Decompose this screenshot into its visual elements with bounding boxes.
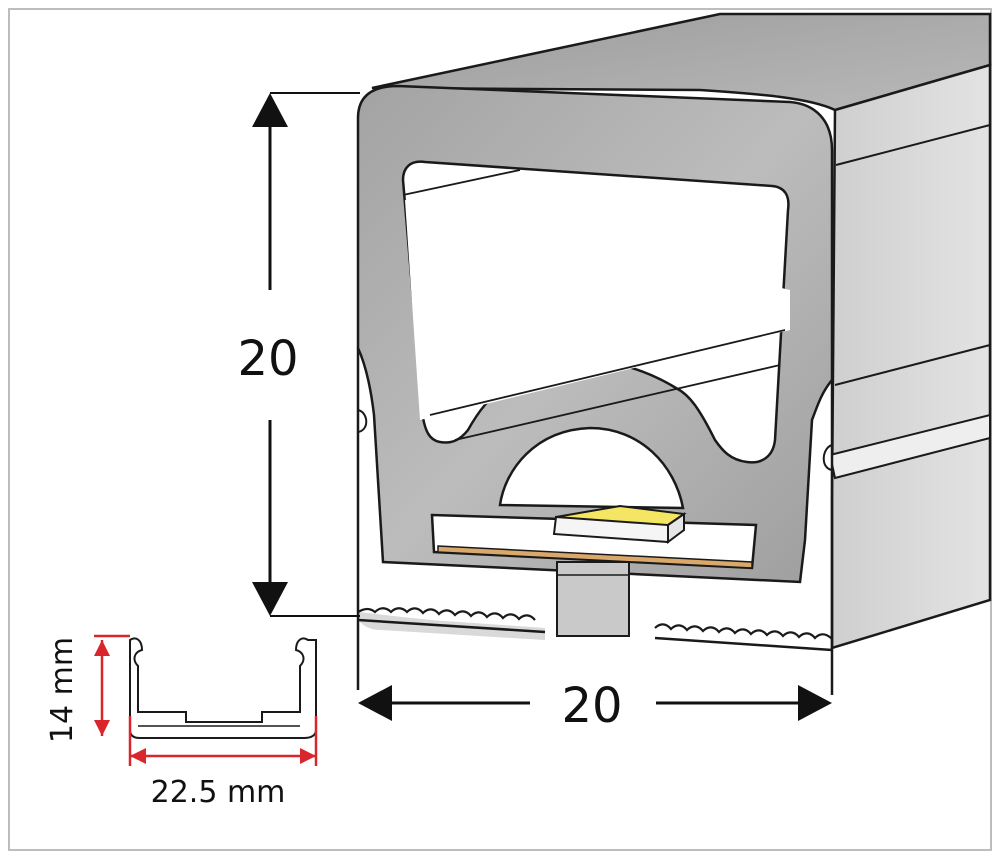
height-dimension-label: 20 <box>237 331 298 387</box>
inset-width-dimension <box>128 716 318 766</box>
right-side-notch <box>822 444 833 471</box>
arrow-left-icon <box>358 685 392 721</box>
inset-channel-profile <box>129 637 317 739</box>
arrow-right-icon <box>798 685 832 721</box>
arrow-up-icon <box>252 93 288 127</box>
width-dimension-label: 20 <box>561 678 622 734</box>
arrow-down-icon <box>252 582 288 616</box>
height-dimension <box>252 92 360 617</box>
diffuser-arch <box>498 426 685 510</box>
left-side-notch <box>357 409 368 433</box>
profile-side-surface <box>830 63 992 650</box>
inset-height-label: 14 mm <box>45 637 80 743</box>
mount-stem <box>556 561 630 637</box>
width-dimension <box>358 685 832 721</box>
pcb-strip <box>437 545 753 569</box>
inset-height-dimension <box>94 634 130 736</box>
inset-width-label: 22.5 mm <box>151 775 286 810</box>
